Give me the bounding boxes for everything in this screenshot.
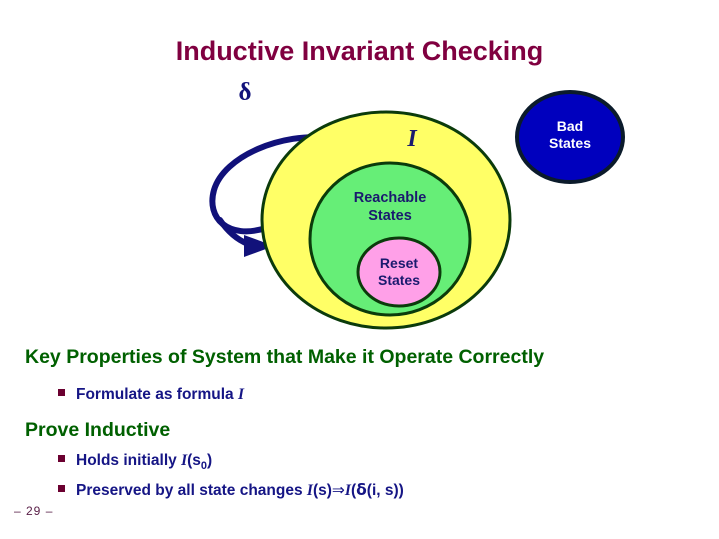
bullet-preserved-text: Preserved by all state changes I(s)⇒I(δ(… xyxy=(76,481,404,500)
bullet-holds-text: Holds initially I(s0) xyxy=(76,452,212,472)
square-bullet-icon xyxy=(58,389,65,396)
bullet-holds-subscript: 0 xyxy=(200,460,208,473)
reset-states-label-line1: Reset xyxy=(380,255,418,271)
invariant-symbol-label: I xyxy=(406,126,418,152)
square-bullet-icon xyxy=(58,485,65,492)
bad-states-label-line2: States xyxy=(549,135,591,151)
delta-symbol: δ xyxy=(239,79,252,106)
bullet-holds-close: ) xyxy=(207,452,213,469)
bullet-preserved-delta-symbol: δ xyxy=(356,481,367,499)
bullet-preserved-rhs-symbol: I xyxy=(344,482,351,499)
list-item: Preserved by all state changes I(s)⇒I(δ(… xyxy=(58,481,404,500)
bad-states-label-line1: Bad xyxy=(557,118,583,134)
list-item: Formulate as formula I xyxy=(58,386,244,404)
reachable-states-label-line1: Reachable xyxy=(354,190,427,206)
bullet-preserved-prefix: Preserved by all state changes xyxy=(76,482,307,499)
bullet-preserved-lhs-args: (s) xyxy=(312,482,332,499)
heading-key-properties: Key Properties of System that Make it Op… xyxy=(25,346,545,368)
reset-states-circle xyxy=(356,236,442,308)
heading-prove-inductive: Prove Inductive xyxy=(25,419,171,441)
inductive-invariant-diagram: δ I Reachable States Reset States Bad St… xyxy=(0,70,719,345)
bullet-preserved-rhs-args: (i, s)) xyxy=(366,482,404,499)
square-bullet-icon xyxy=(58,455,65,462)
bullet-holds-args: (s xyxy=(187,452,201,469)
page-number: – 29 – xyxy=(14,504,54,518)
bad-states-circle xyxy=(515,90,625,184)
implies-arrow-icon: ⇒ xyxy=(331,481,345,499)
bullet-formulate-text: Formulate as formula I xyxy=(76,386,244,404)
bullet-preserved-lhs-symbol: I xyxy=(306,482,313,499)
reachable-states-label-line2: States xyxy=(368,208,412,224)
reset-states-label-line2: States xyxy=(378,272,420,288)
bullet-preserved-rhs-open: ( xyxy=(350,482,357,499)
bullet-holds-prefix: Holds initially xyxy=(76,452,182,469)
list-item: Holds initially I(s0) xyxy=(58,452,212,472)
bullet-formulate-symbol: I xyxy=(237,386,244,403)
bullet-holds-symbol: I xyxy=(181,452,188,469)
bullet-formulate-prefix: Formulate as formula xyxy=(76,386,238,403)
page-title: Inductive Invariant Checking xyxy=(175,36,544,66)
